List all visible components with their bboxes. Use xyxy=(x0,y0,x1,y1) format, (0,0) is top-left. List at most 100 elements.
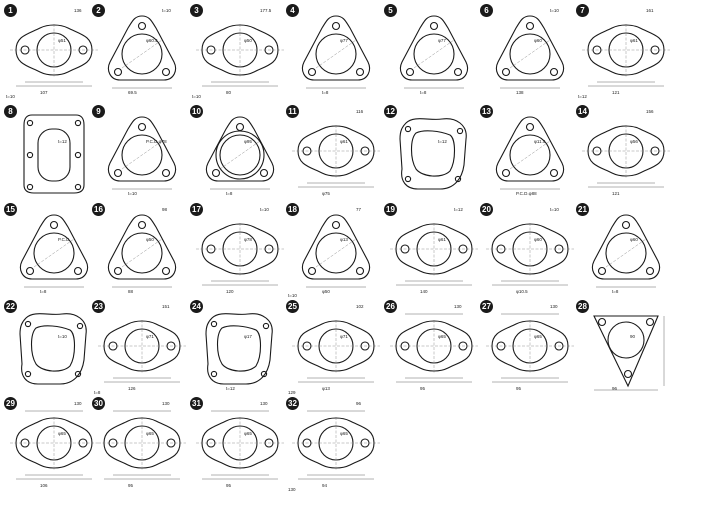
dimension-label: P.C.D. xyxy=(58,237,71,242)
part-number-badge: 11 xyxy=(286,105,299,118)
center-line xyxy=(219,140,261,170)
bolt-hole xyxy=(76,322,84,330)
bolt-hole xyxy=(454,175,462,183)
dimension-label: 96 xyxy=(356,401,362,406)
bolt-hole xyxy=(597,317,607,327)
part-number-badge: 31 xyxy=(190,397,203,410)
dimension-label: 95 xyxy=(516,386,522,391)
dimension-label: t=10 xyxy=(6,94,15,99)
dimension-label: t=10 xyxy=(550,8,559,13)
dimension-label: t=8 xyxy=(226,191,233,196)
dimension-label: t=8 xyxy=(612,289,619,294)
dimension-label: t=10 xyxy=(162,8,171,13)
flange-outline xyxy=(23,114,85,194)
bolt-hole xyxy=(525,21,535,31)
dimension-label: φ65 xyxy=(146,431,154,436)
dimension-label: t=10 xyxy=(550,207,559,212)
bolt-hole xyxy=(645,266,655,276)
dimension-label: 102 xyxy=(356,304,364,309)
bolt-hole xyxy=(161,168,171,178)
center-line xyxy=(413,39,455,69)
gasket-drawing: t=10 xyxy=(19,313,87,385)
bolt-hole xyxy=(161,266,171,276)
dimension-label: φ17 xyxy=(244,334,252,339)
dimension-label: t=8 xyxy=(420,90,427,95)
outer-circle xyxy=(215,130,265,180)
dimension-label: P.C.D.φ78 xyxy=(146,139,167,144)
dimension-label: φ60 xyxy=(630,237,638,242)
bolt-hole xyxy=(24,370,32,378)
flange-outline xyxy=(593,315,659,388)
dimension-label: 120 xyxy=(226,289,234,294)
dimension-label: 136 xyxy=(74,8,82,13)
bolt-hole xyxy=(137,220,147,230)
gasket-drawing: φ60 t=8 xyxy=(591,214,661,294)
dimension-label: φ65 xyxy=(58,431,66,436)
part-number-badge: 13 xyxy=(480,105,493,118)
dimension-label: 95 xyxy=(128,483,134,488)
gasket-drawing: φ60.569.5t=10 xyxy=(107,8,177,95)
dimension-label: 116 xyxy=(356,109,364,114)
dimension-label: φ95 xyxy=(244,139,252,144)
flange-outline xyxy=(591,214,661,280)
dimension-label: t=12 xyxy=(578,94,587,99)
dimension-label: 129 xyxy=(288,390,296,395)
dimension-label: 130 xyxy=(74,401,82,406)
dimension-label: φ13 xyxy=(340,237,348,242)
dimension-label: 161 xyxy=(646,8,654,13)
dimension-label: t=12 xyxy=(454,207,463,212)
dimension-label: φ60.5 xyxy=(146,38,158,43)
dimension-label: 80 xyxy=(226,90,232,95)
bolt-hole xyxy=(210,320,218,328)
bolt-hole xyxy=(262,322,270,330)
bolt-hole xyxy=(404,175,412,183)
bolt-hole xyxy=(597,266,607,276)
bolt-hole xyxy=(307,67,317,77)
dimension-label: φ56 xyxy=(630,139,638,144)
dimension-label: φ61 xyxy=(438,237,446,242)
part-number-badge: 9 xyxy=(92,105,105,118)
bolt-hole xyxy=(501,67,511,77)
flange-outline xyxy=(107,116,177,182)
part-number-badge: 24 xyxy=(190,300,203,313)
dimension-label: 88 xyxy=(128,289,134,294)
dimension-label: 95 xyxy=(226,483,232,488)
dimension-label: 95 xyxy=(420,386,426,391)
dimension-label: φ75 xyxy=(322,191,330,196)
dimension-label: t=8 xyxy=(40,289,47,294)
center-line xyxy=(509,140,551,170)
bolt-hole xyxy=(26,183,34,191)
dimension-label: φ13 xyxy=(322,386,330,391)
dimension-label: t=10 xyxy=(288,293,297,298)
part-number-badge: 16 xyxy=(92,203,105,216)
bore-circle xyxy=(219,134,261,176)
center-line xyxy=(509,39,551,69)
flange-outline xyxy=(399,15,469,81)
bolt-hole xyxy=(307,266,317,276)
dimension-label: φ65 xyxy=(244,431,252,436)
bolt-hole xyxy=(549,67,559,77)
